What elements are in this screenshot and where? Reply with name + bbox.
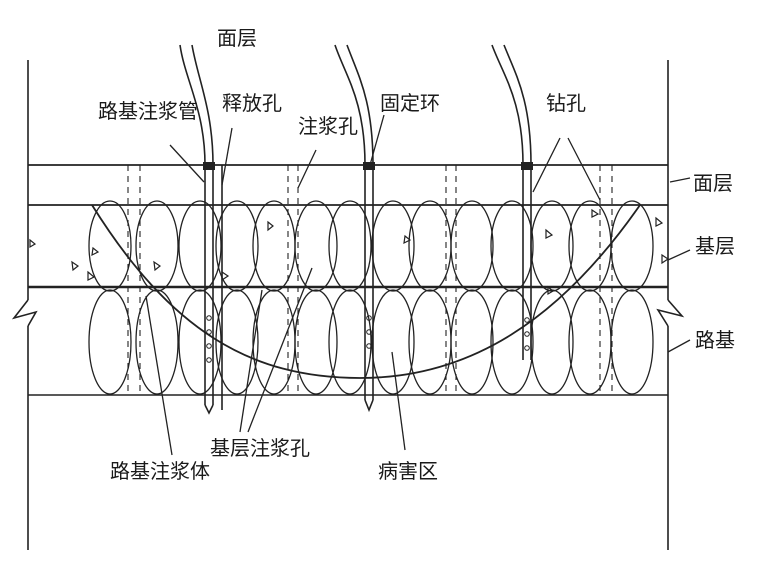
drill-holes-dashed bbox=[127, 165, 613, 395]
label-surface-layer: 面层 bbox=[693, 171, 733, 195]
right-pipe-outer bbox=[491, 44, 524, 166]
outlet-hole bbox=[366, 329, 372, 335]
aggregate-mark bbox=[267, 220, 274, 232]
leader-subgrade-pipe bbox=[169, 144, 205, 183]
aggregate-mark bbox=[545, 228, 554, 239]
subgrade-grout-bulb bbox=[178, 289, 222, 395]
leader-fixing-ring bbox=[369, 114, 385, 166]
base-grout-bulb bbox=[135, 200, 179, 292]
aggregate-mark bbox=[591, 208, 600, 218]
leader-surface bbox=[669, 177, 691, 183]
defect-zone-curve bbox=[91, 204, 641, 379]
label-release-hole: 释放孔 bbox=[222, 91, 282, 115]
leader-lines bbox=[145, 114, 691, 456]
subgrade-grout-bulb bbox=[328, 289, 372, 395]
left-pipe-tip bbox=[204, 404, 214, 415]
subgrade-grout-bulb bbox=[408, 289, 452, 395]
subgrade-grout-bulb bbox=[371, 289, 415, 395]
label-surface-top: 面层 bbox=[217, 26, 257, 50]
outlet-hole bbox=[206, 343, 212, 349]
aggregate-mark bbox=[221, 270, 230, 282]
outlet-hole bbox=[524, 331, 530, 337]
base-grout-bulb bbox=[215, 200, 259, 292]
center-pipe-tip bbox=[364, 399, 374, 413]
base-grout-bulb bbox=[88, 200, 132, 292]
label-defect-zone: 病害区 bbox=[378, 459, 438, 483]
leader-base bbox=[667, 249, 691, 261]
aggregate-mark bbox=[71, 260, 80, 272]
aggregate-mark bbox=[91, 246, 100, 257]
grout-bulbs bbox=[88, 200, 654, 395]
right-pipe-inner bbox=[503, 44, 532, 166]
subgrade-grout-bulb bbox=[215, 289, 259, 395]
aggregate-mark bbox=[87, 270, 96, 281]
subgrade-grout-bulb bbox=[568, 289, 612, 395]
subgrade-grout-bulb bbox=[490, 289, 534, 395]
leader-drill-left bbox=[532, 137, 561, 193]
base-grout-bulb bbox=[610, 200, 654, 292]
aggregate-mark bbox=[29, 238, 37, 249]
subgrade-grout-bulb bbox=[294, 289, 338, 395]
outlet-hole bbox=[366, 343, 372, 349]
leader-base-hole-1 bbox=[239, 289, 263, 433]
outlet-hole bbox=[206, 315, 212, 321]
grouting-pipes bbox=[179, 44, 533, 415]
right-fixing-ring bbox=[521, 162, 533, 170]
aggregate-mark bbox=[547, 285, 555, 296]
base-grout-bulb bbox=[328, 200, 372, 292]
label-subgrade-grout-body: 路基注浆体 bbox=[110, 459, 210, 483]
aggregate-mark bbox=[153, 260, 162, 272]
aggregate-mark bbox=[403, 234, 412, 245]
aggregate-mark bbox=[661, 253, 670, 265]
base-grout-bulb bbox=[530, 200, 574, 292]
label-fixing-ring: 固定环 bbox=[380, 91, 440, 115]
leader-subgrade bbox=[667, 339, 691, 353]
base-grout-bulb bbox=[371, 200, 415, 292]
base-grout-bulb bbox=[450, 200, 494, 292]
base-grout-bulb bbox=[294, 200, 338, 292]
subgrade-grout-bulb bbox=[450, 289, 494, 395]
leader-grout-body bbox=[145, 295, 173, 456]
left-break-mark bbox=[11, 299, 38, 327]
center-pipe-outer bbox=[334, 44, 366, 166]
label-drill-hole: 钻孔 bbox=[546, 91, 586, 115]
label-base-layer: 基层 bbox=[695, 234, 735, 258]
base-grout-bulb bbox=[178, 200, 222, 292]
base-grout-bulb bbox=[490, 200, 534, 292]
grout-outlet-holes bbox=[206, 315, 530, 363]
leader-base-hole-2 bbox=[247, 267, 313, 433]
label-subgrade-grouting-pipe: 路基注浆管 bbox=[98, 99, 198, 123]
leader-release-hole bbox=[221, 127, 233, 186]
label-subgrade: 路基 bbox=[695, 328, 735, 352]
base-grout-bulb bbox=[568, 200, 612, 292]
left-pipe-outer bbox=[179, 44, 206, 166]
left-fixing-ring bbox=[203, 162, 215, 170]
outlet-hole bbox=[206, 357, 212, 363]
leader-drill-right bbox=[567, 137, 601, 201]
center-fixing-ring bbox=[363, 162, 375, 170]
outlet-hole bbox=[524, 317, 530, 323]
aggregate-mark bbox=[655, 216, 664, 227]
leader-defect-zone bbox=[391, 351, 406, 451]
outlet-hole bbox=[524, 345, 530, 351]
leader-grouting-hole bbox=[297, 149, 317, 189]
subgrade-grout-bulb bbox=[88, 289, 132, 395]
right-break-mark bbox=[656, 299, 685, 327]
outlet-hole bbox=[366, 315, 372, 321]
left-pipe-inner bbox=[191, 44, 214, 166]
subgrade-grout-bulb bbox=[610, 289, 654, 395]
outlet-hole bbox=[206, 329, 212, 335]
label-grouting-hole: 注浆孔 bbox=[298, 114, 358, 138]
center-pipe-inner bbox=[346, 44, 374, 166]
aggregate-marks bbox=[29, 208, 670, 296]
base-grout-bulb bbox=[408, 200, 452, 292]
label-base-grouting-hole: 基层注浆孔 bbox=[210, 436, 310, 460]
base-grout-bulb bbox=[252, 200, 296, 292]
